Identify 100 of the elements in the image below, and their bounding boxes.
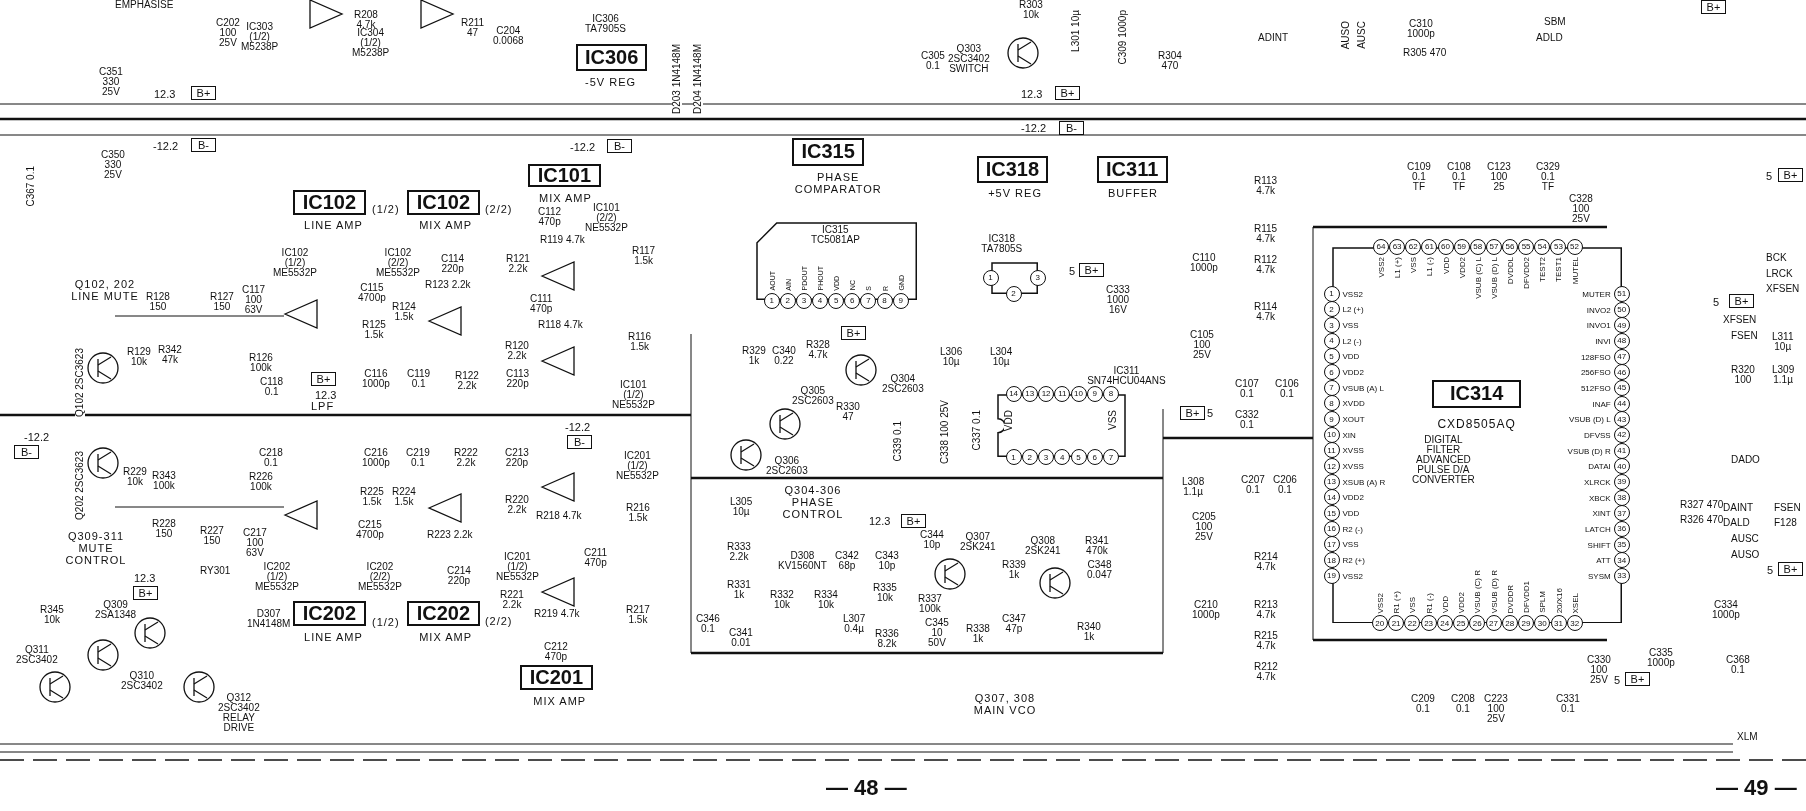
part-label: R211 47: [461, 18, 485, 38]
part-label: R113 4.7k: [1254, 176, 1278, 196]
pin-name: VDD: [1441, 256, 1451, 274]
pin-number: 37: [1613, 505, 1630, 522]
block-caption: (2/2): [484, 202, 513, 215]
part-label: Q311 2SC3402: [16, 645, 58, 665]
part-label: R328 4.7k: [806, 340, 830, 360]
part-label: R124 1.5k: [392, 302, 416, 322]
pin-name: L1 (+): [1393, 256, 1403, 278]
voltage-label: 5: [1614, 674, 1621, 686]
pin-number: 20: [1371, 615, 1388, 632]
chip-description: DIGITAL FILTER ADVANCED PULSE D/A CONVERTER: [1412, 435, 1475, 486]
part-label: C223 100 25V: [1484, 694, 1508, 724]
pin-name: DFVSS: [1584, 430, 1611, 440]
voltage-label: 12.3: [134, 572, 156, 584]
voltage-label: 12.3: [154, 88, 176, 100]
part-label: C305 0.1: [921, 51, 945, 71]
part-label: R214 4.7k: [1254, 552, 1278, 572]
part-label: R227 150: [200, 526, 224, 546]
part-label: R320 100: [1731, 365, 1755, 385]
pin-number: 22: [1404, 615, 1421, 632]
voltage-label: -12.2: [565, 421, 591, 433]
part-label: R112 4.7k: [1254, 255, 1278, 275]
part-label: R327 470: [1680, 500, 1724, 510]
pin-name: DFVDD2: [1522, 256, 1532, 289]
pin-number: 29: [1518, 615, 1534, 632]
part-label: R305 470: [1403, 48, 1447, 58]
pin-number: 2: [1005, 285, 1022, 302]
part-label: AUSC: [1357, 21, 1367, 49]
pin-name: R1 (+): [1392, 590, 1402, 614]
part-label: R118 4.7k: [538, 320, 583, 330]
pin-number: 16: [1323, 520, 1340, 537]
pin-name: TEST2: [1538, 256, 1548, 282]
part-label: C218 0.1: [259, 448, 283, 468]
pin-number: 4: [812, 292, 829, 309]
part-label: R345 10k: [40, 605, 64, 625]
block-caption: -5V REG: [585, 76, 637, 88]
chip-type-label: IC318 TA7805S: [981, 233, 1023, 254]
part-label: Q310 2SC3402: [121, 671, 163, 691]
signal-name: LRCK: [1766, 269, 1793, 279]
supply-tag: B+: [841, 326, 866, 340]
pin-number: 9: [1323, 411, 1340, 427]
pin-number: 19: [1323, 567, 1340, 584]
part-label: C335 1000p: [1647, 648, 1675, 668]
pin-number: 26: [1469, 615, 1486, 632]
ic-name-box: IC202: [292, 601, 367, 627]
part-label: D204 1N4148M: [693, 44, 703, 115]
part-label: Q308 2SK241: [1025, 536, 1061, 556]
part-label: L308 1.1µ: [1182, 477, 1205, 497]
supply-tag: B+: [1625, 672, 1650, 686]
part-label: C105 100 25V: [1190, 330, 1214, 360]
pin-name: INAF: [1592, 399, 1611, 409]
pin-number: 25: [1453, 615, 1469, 632]
supply-tag: B+: [1701, 0, 1726, 14]
pin-name: 20/X16: [1554, 587, 1564, 614]
block-caption: (2/2): [484, 615, 513, 628]
part-label: C214 220p: [447, 566, 471, 586]
signal-name: FSEN: [1774, 503, 1801, 513]
supply-tag: B+: [191, 86, 216, 100]
part-label: R332 10k: [770, 590, 794, 610]
pin-number: 28: [1501, 615, 1518, 632]
signal-name: FSEN: [1731, 331, 1758, 341]
pin-name: VDD: [1342, 352, 1360, 362]
pin-number: 3: [1038, 449, 1055, 466]
pin-number: 7: [860, 292, 877, 309]
pin-number: 10: [1323, 426, 1340, 443]
part-label: Q202 2SC3623: [75, 451, 85, 520]
pin-name: VSS: [1108, 410, 1118, 430]
part-label: R114 4.7k: [1254, 302, 1278, 322]
part-label: R218 4.7k: [536, 511, 582, 521]
pin-name: VSS: [1408, 597, 1418, 614]
pin-number: 39: [1613, 473, 1630, 490]
part-label: R217 1.5k: [626, 605, 650, 625]
block-caption: LINE AMP: [304, 218, 363, 231]
part-label: C217 100 63V: [243, 528, 267, 558]
pin-number: 35: [1613, 536, 1630, 553]
part-label: R337 100k: [918, 594, 942, 614]
block-caption: MIX AMP: [419, 631, 473, 644]
part-label: R220 2.2k: [505, 495, 529, 515]
part-label: R225 1.5k: [360, 487, 384, 507]
part-label: R221 2.2k: [500, 590, 524, 610]
part-label: C342 68p: [835, 551, 859, 571]
part-label: R342 47k: [158, 345, 182, 365]
part-label: C112 470p: [538, 207, 562, 227]
block-caption: BUFFER: [1108, 186, 1158, 199]
pin-number: 5: [1323, 348, 1340, 365]
supply-tag: B+: [311, 372, 336, 386]
ic-name-box: IC315: [792, 138, 864, 166]
part-label: IC303 (1/2) M5238P: [241, 22, 279, 52]
pin-name: 512FSO: [1580, 383, 1611, 393]
voltage-label: -12.2: [153, 140, 179, 152]
pin-name: VSS2: [1342, 571, 1363, 581]
part-label: R303 10k: [1019, 0, 1043, 20]
supply-tag: B+: [1778, 168, 1803, 182]
pin-name: VSS: [1342, 321, 1359, 330]
pin-number: 6: [1086, 449, 1103, 466]
pin-name: VSUB (C) R: [1473, 570, 1483, 614]
pin-number: 3: [1323, 317, 1340, 333]
part-label: D203 1N4148M: [672, 44, 682, 115]
part-label: IC201 (1/2) NE5532P: [616, 451, 659, 481]
